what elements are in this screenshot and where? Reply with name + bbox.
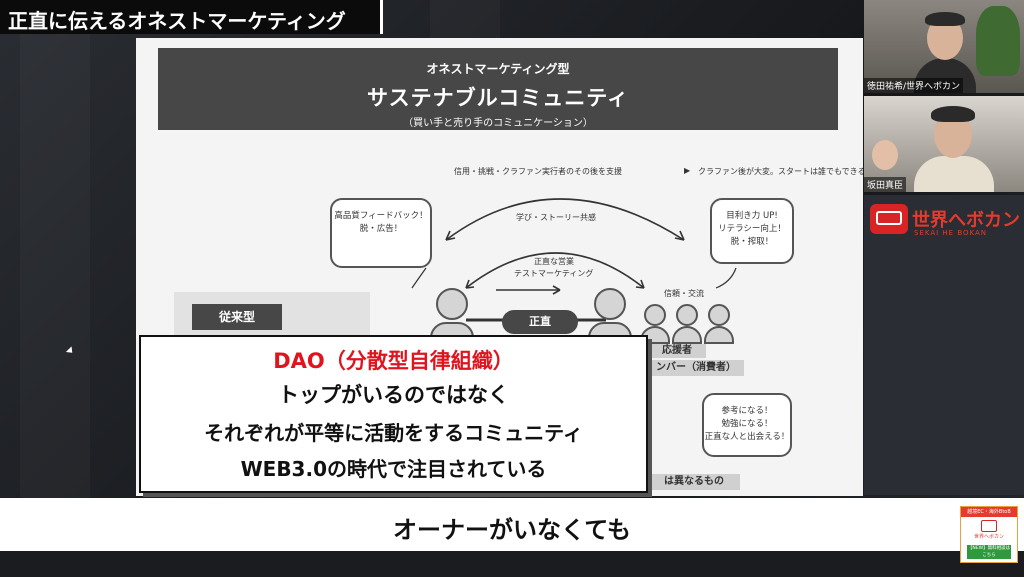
promo-brand: 世界へボカン <box>973 534 1004 540</box>
caption-line-1: DAO（分散型自律組織） <box>273 349 514 373</box>
members-tag: ンバー（消費者） <box>648 360 744 376</box>
participant-video-2[interactable]: 坂田真臣 <box>864 96 1024 192</box>
supporter-person-body <box>704 326 734 344</box>
bubble-line: 勉強になる！ <box>721 419 773 429</box>
arc-label-mid2: テストマーケティング <box>514 269 594 278</box>
bubble-line: 正直な人と出会える！ <box>704 432 790 442</box>
participant-hand <box>872 140 898 170</box>
background-stripe <box>20 0 90 577</box>
participant-hair <box>925 12 965 26</box>
slide-header-title: サステナブルコミュニティ <box>367 86 629 110</box>
slide-header-small: オネストマーケティング型 <box>426 62 570 76</box>
bubble-line: 高品質フィードバック！ <box>334 211 428 221</box>
participant-hair <box>931 106 975 122</box>
caption-line-3: それぞれが平等に活動をするコミュニティ <box>204 421 583 445</box>
promo-button[interactable]: 【NEW】無料相談はこちら <box>967 545 1011 559</box>
triangle-icon: ▶ <box>684 166 691 175</box>
brand-logo-icon <box>870 204 908 234</box>
honest-pill: 正直 <box>502 310 578 334</box>
supporters-tag: 応援者 <box>648 344 706 358</box>
bubble-line: 脱・搾取！ <box>730 237 774 247</box>
participant-name-2: 坂田真臣 <box>864 177 907 192</box>
slide-note-right: クラファン後が大変。スタートは誰でもできる。 <box>698 167 863 176</box>
supporter-person-icon <box>644 304 666 326</box>
reference-bubble: 参考になる！ 勉強になる！ 正直な人と出会える！ <box>702 393 792 457</box>
participant-name-1: 徳田祐希/世界へボカン <box>864 78 964 93</box>
legacy-pill: 従来型 <box>192 304 282 330</box>
subtitle-text: オーナーがいなくても <box>392 516 632 544</box>
bubble-line: 参考になる！ <box>721 406 773 416</box>
supporter-person-icon <box>708 304 730 326</box>
bottom-strip <box>0 551 1024 577</box>
dao-caption-box: DAO（分散型自律組織） トップがいるのではなく それぞれが平等に活動をするコミ… <box>139 335 648 493</box>
participant-shirt <box>914 156 994 192</box>
brand-name: 世界へボカン <box>912 210 1020 231</box>
bubble-line: 目利き力 UP! <box>726 211 778 221</box>
participant-video-1[interactable]: 徳田祐希/世界へボカン <box>864 0 1024 93</box>
literacy-bubble: 目利き力 UP! リテラシー向上！ 脱・搾取！ <box>710 198 794 264</box>
slide-header-subtitle: （買い手と売り手のコミュニケーション） <box>403 118 593 129</box>
buyer-person-icon <box>594 288 626 320</box>
feedback-bubble: 高品質フィードバック！ 脱・広告！ <box>330 198 432 268</box>
promo-logo-icon <box>981 520 997 532</box>
slide-header: オネストマーケティング型 サステナブルコミュニティ （買い手と売り手のコミュニケ… <box>158 48 838 130</box>
seller-person-icon <box>436 288 468 320</box>
caption-line-4: WEB3.0の時代で注目されている <box>240 457 547 481</box>
plant-icon <box>976 6 1020 76</box>
supporter-person-icon <box>676 304 698 326</box>
video-title-box: 正直に伝えるオネストマーケティング <box>0 0 383 34</box>
brand-panel <box>864 195 1024 495</box>
promo-top: 越境EC・海外BtoB <box>961 507 1017 517</box>
promo-badge[interactable]: 越境EC・海外BtoB 世界へボカン 【NEW】無料相談はこちら <box>960 506 1018 563</box>
different-tag: は異なるもの <box>648 474 740 490</box>
subtitle-band: オーナーがいなくても <box>0 498 1024 551</box>
video-title: 正直に伝えるオネストマーケティング <box>8 9 346 33</box>
brand-sub: SEKAI HE BOKAN <box>914 229 988 237</box>
bubble-line: 脱・広告！ <box>359 224 403 234</box>
slide-note-left: 信用・挑戦・クラファン実行者のその後を支援 <box>454 167 622 176</box>
caption-line-2: トップがいるのではなく <box>278 383 509 407</box>
arc-label-top: 学び・ストーリー共感 <box>516 213 596 222</box>
supporter-person-body <box>672 326 702 344</box>
trust-label: 信頼・交流 <box>664 289 704 298</box>
arc-label-mid: 正直な営業 <box>534 257 574 266</box>
bubble-line: リテラシー向上！ <box>718 224 786 234</box>
